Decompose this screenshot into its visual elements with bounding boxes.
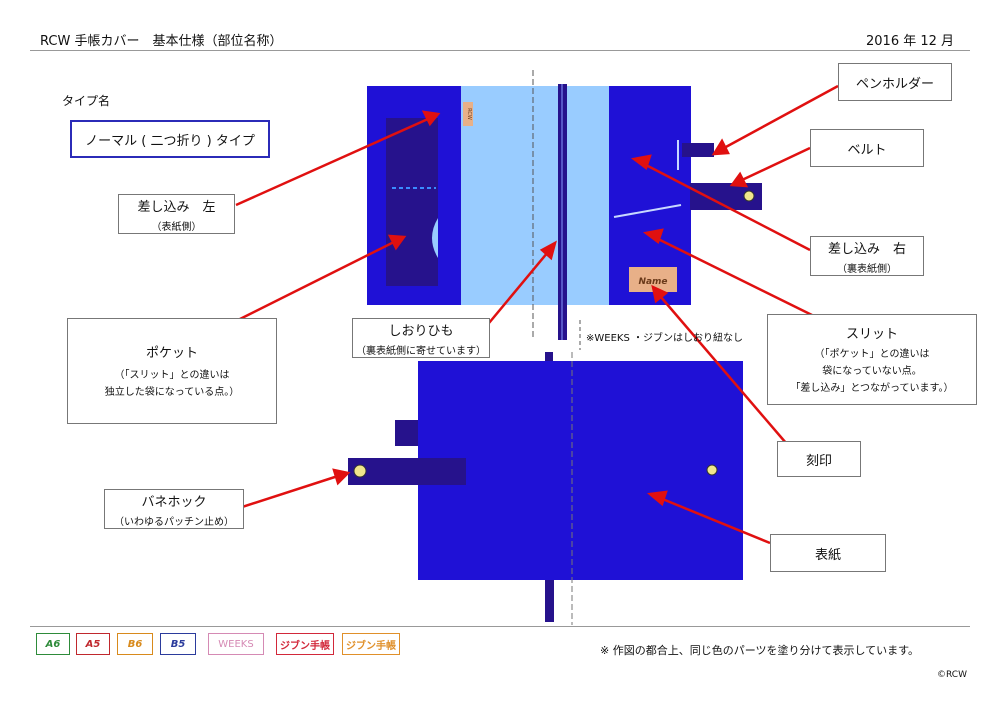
weeks-note: ※WEEKS ・ジブンはしおり紐なし: [586, 333, 743, 344]
belt-snap-dot: [743, 190, 755, 202]
arrow-slit: [655, 236, 819, 320]
arrow-sashikomi-left: [235, 117, 429, 207]
pocket-thumb-cut: [432, 218, 438, 258]
label-shiorihimo: しおりひも （裏表紙側に寄せています）: [352, 318, 490, 358]
arrowhead: [421, 110, 441, 127]
label-sashikomi-left: 差し込み 左 （表紙側）: [118, 194, 235, 234]
arrow-hyoushi: [659, 496, 771, 545]
arrow-banehock: [235, 474, 339, 511]
label-belt: ベルト: [810, 129, 924, 167]
arrow-kokuin: [659, 295, 787, 444]
bottom-note: ※ 作図の都合上、同じ色のパーツを塗り分けて表示しています。: [600, 644, 920, 657]
type-label: タイプ名: [62, 94, 111, 108]
name-stamp-text: Name: [638, 277, 667, 287]
label-banehock: バネホック （いわゆるパッチン止め）: [104, 489, 244, 529]
ribbon-tail: [545, 580, 554, 622]
inner-center-panel: [461, 86, 609, 305]
snap-tab: [348, 458, 466, 485]
arrowhead: [332, 468, 351, 486]
pocket-left: [386, 118, 438, 286]
outer-cover: [418, 361, 743, 580]
arrowhead: [729, 171, 749, 188]
arrowhead: [539, 240, 557, 261]
label-sashikomi-right: 差し込み 右 （裏表紙側）: [810, 236, 924, 276]
slit-line: [613, 204, 682, 218]
type-name-box: ノーマル ( 二つ折り ) タイプ: [70, 120, 270, 158]
pen-holder-shape: [682, 143, 714, 157]
logo-a5: A5: [76, 633, 110, 655]
logo-a6: A6: [36, 633, 70, 655]
arrowhead: [651, 284, 669, 304]
label-kokuin: 刻印: [777, 441, 861, 477]
snap-receiver: [706, 464, 718, 476]
arrow-pen-holder: [723, 84, 839, 150]
logo-jibun-mini: ジブン手帳: [342, 633, 400, 655]
header-divider: [30, 50, 970, 51]
label-hyoushi: 表紙: [770, 534, 886, 572]
rcw-tag: [463, 102, 473, 126]
logo-b5: B5: [160, 633, 196, 655]
rcw-tag-text: RCW: [466, 108, 472, 120]
logo-jibun-standard: ジブン手帳: [276, 633, 334, 655]
copyright: ©RCW: [937, 670, 967, 680]
footer-divider: [30, 626, 970, 627]
page-date: 2016 年 12 月: [866, 34, 955, 49]
arrowhead: [387, 234, 407, 251]
arrowhead: [646, 490, 668, 507]
arrowhead: [642, 228, 664, 245]
snap-tab-button: [353, 464, 367, 478]
arrow-pocket: [237, 240, 395, 322]
arrow-sashikomi-right: [643, 162, 811, 252]
label-pocket: ポケット （「スリット」との違いは 独立した袋になっている点。）: [67, 318, 277, 424]
arrowhead: [630, 154, 652, 171]
arrow-belt: [741, 146, 811, 182]
ribbon-top: [545, 352, 553, 361]
arrowhead: [711, 138, 730, 156]
page-title: RCW 手帳カバー 基本仕様（部位名称）: [40, 34, 283, 49]
snap-tab-base: [395, 420, 418, 446]
label-pen-holder: ペンホルダー: [838, 63, 952, 101]
label-slit: スリット （「ポケット」との違いは 袋になっていない点。 「差し込み」とつながっ…: [767, 314, 977, 405]
arrow-shiorihimo: [488, 251, 549, 324]
logo-b6: B6: [117, 633, 153, 655]
logo-weeks: WEEKS: [208, 633, 264, 655]
